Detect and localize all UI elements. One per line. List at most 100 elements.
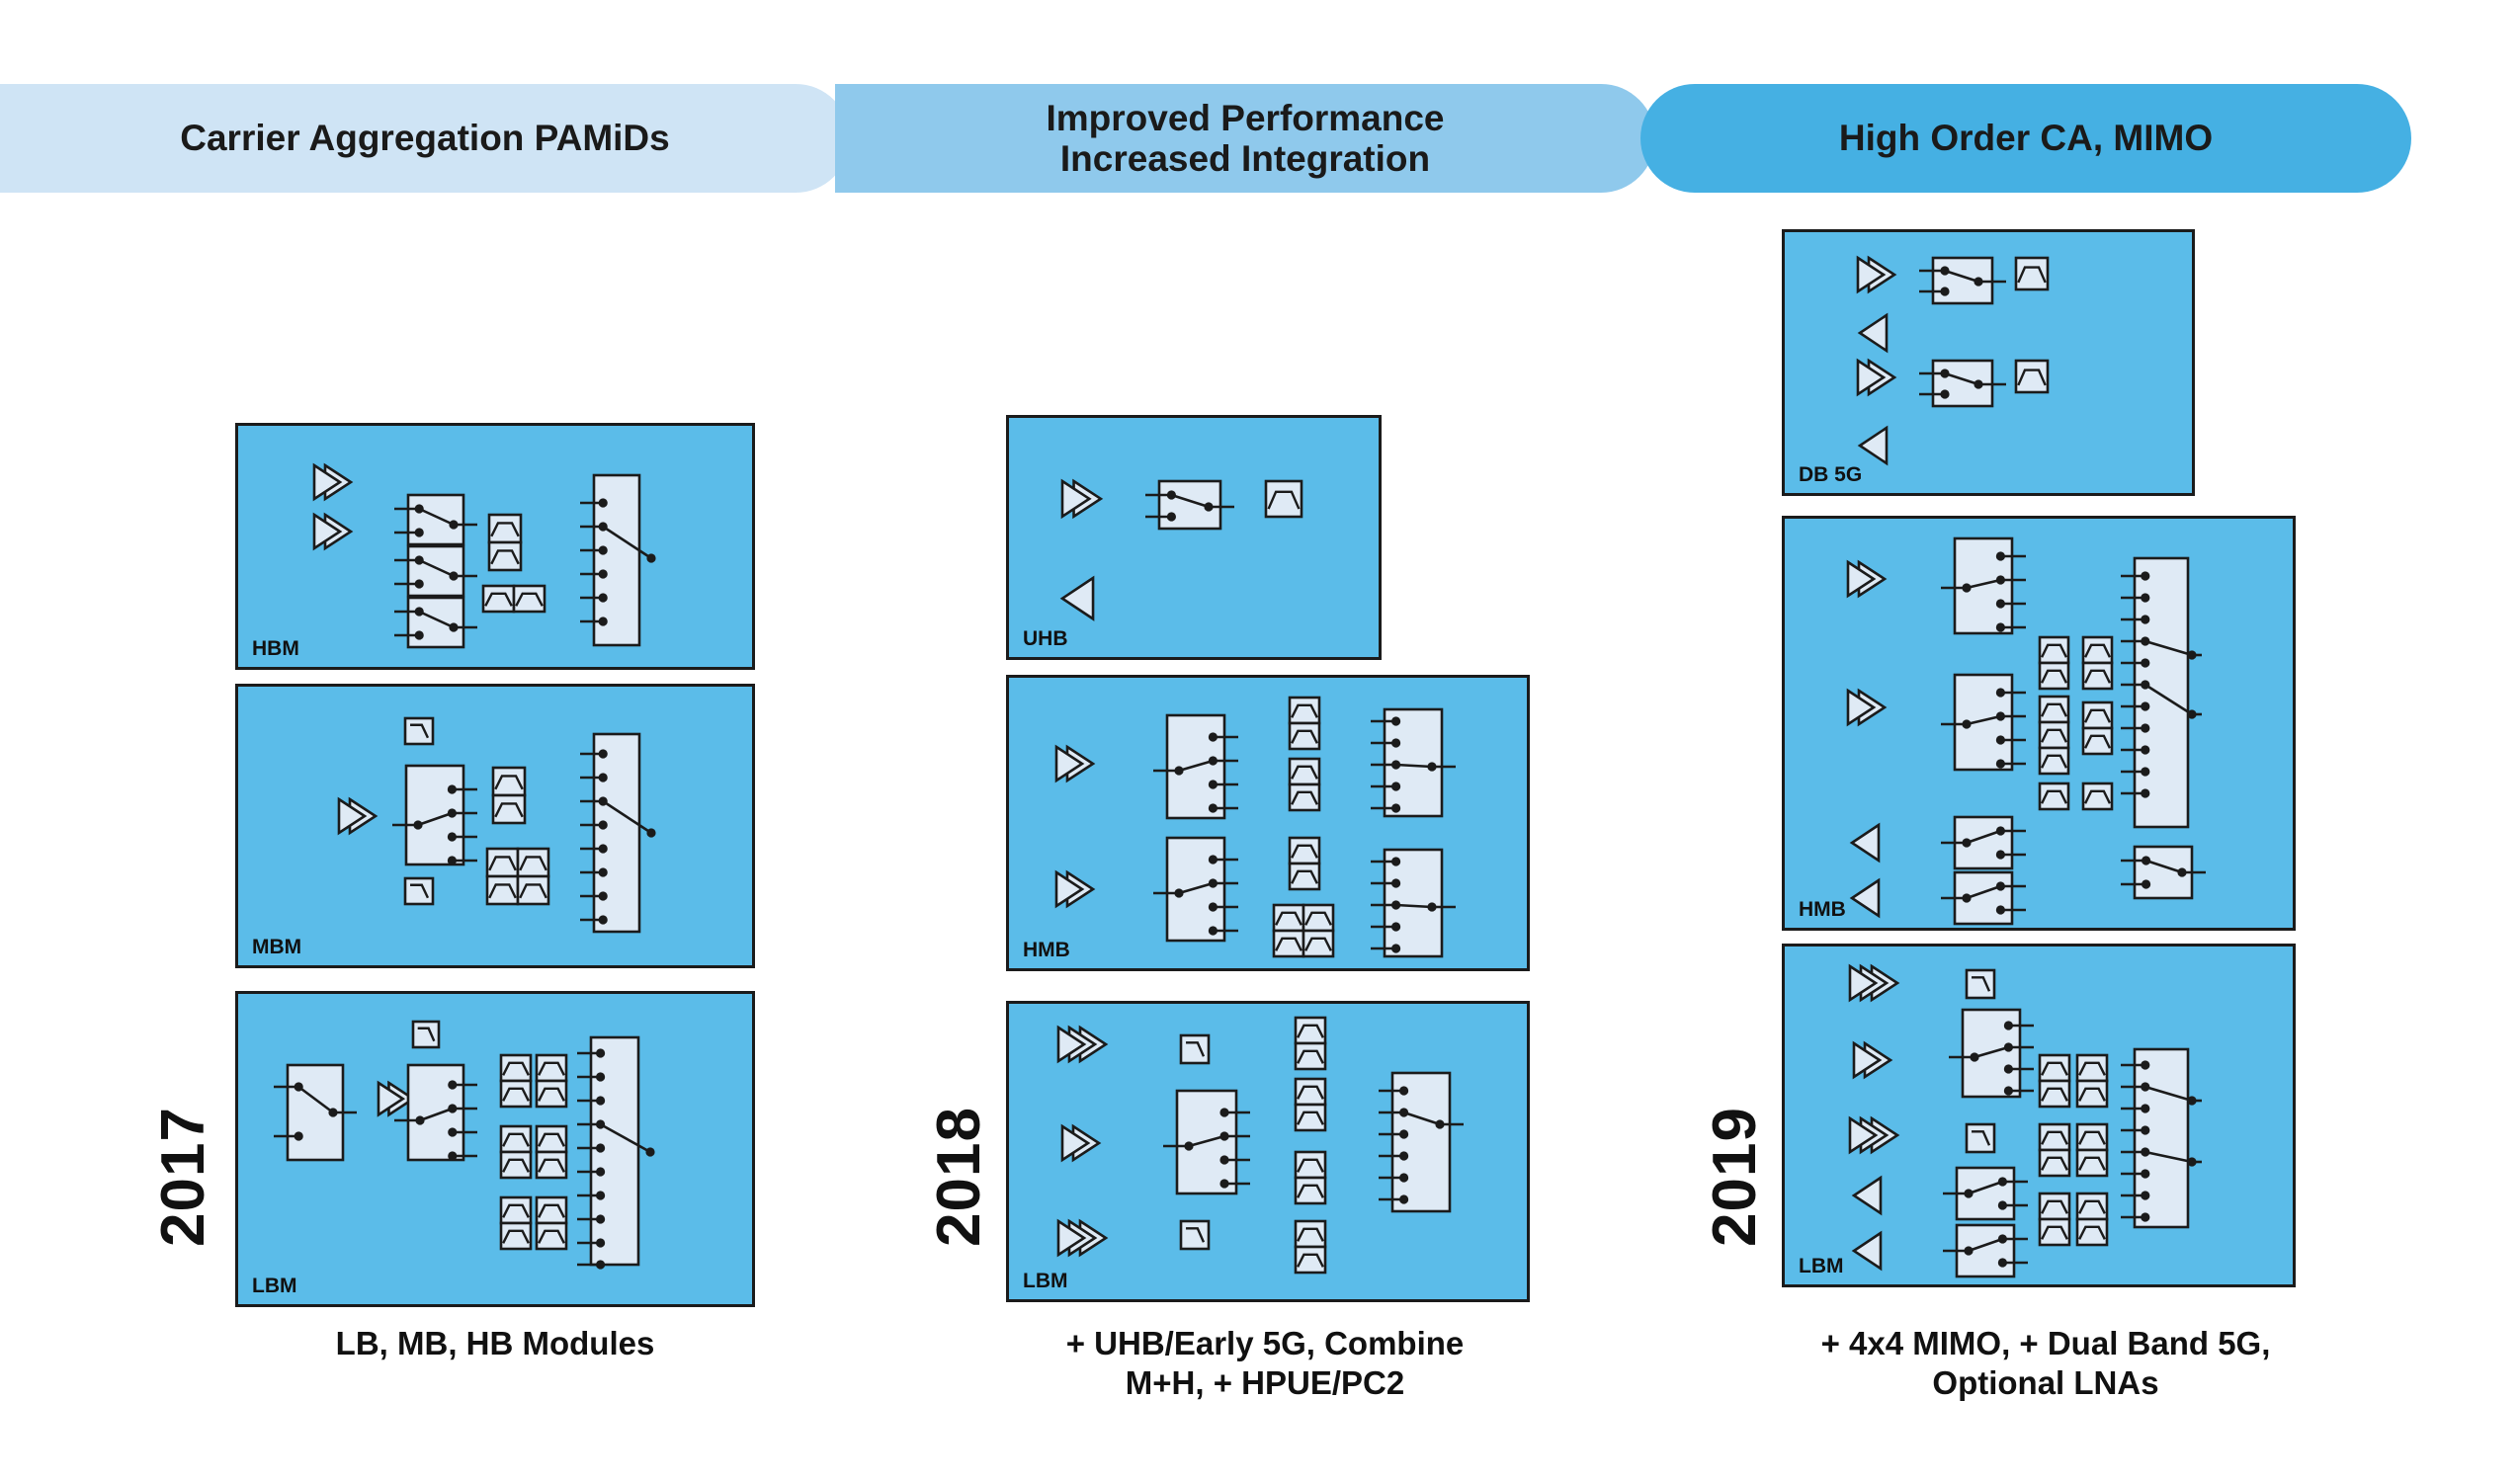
power-amplifier-icon	[1056, 1025, 1109, 1064]
rf-switch-icon	[394, 1063, 495, 1162]
bandpass-filter-icon	[2038, 661, 2070, 691]
module-2019-hmb[interactable]: HMB	[1782, 516, 2296, 931]
bandpass-filter-icon	[499, 1079, 533, 1109]
power-amplifier-icon	[1846, 688, 1888, 727]
banner-label: High Order CA, MIMO	[1838, 118, 2214, 159]
bandpass-filter-icon	[1288, 696, 1321, 725]
bandpass-filter-icon	[535, 1221, 568, 1251]
bandpass-filter-icon	[512, 584, 546, 614]
power-amplifier-icon	[1848, 1115, 1900, 1155]
bandpass-filter-icon	[2081, 726, 2114, 756]
module-2018-uhb[interactable]: UHB	[1006, 415, 1382, 660]
bandpass-filter-icon	[2081, 635, 2114, 665]
year-label-2018: 2018	[925, 1107, 993, 1247]
rf-switch-icon	[394, 493, 495, 546]
power-amplifier-icon	[312, 462, 354, 502]
power-amplifier-icon	[337, 796, 378, 836]
bandpass-filter-icon	[535, 1124, 568, 1154]
bandpass-filter-icon	[2038, 1192, 2071, 1221]
bandpass-filter-icon	[535, 1150, 568, 1180]
bandpass-filter-icon	[2081, 700, 2114, 730]
low-pass-filter-icon	[1965, 968, 1996, 1000]
power-amplifier-icon	[312, 512, 354, 551]
header-banner-carrier-aggregation: Carrier Aggregation PAMiDs	[0, 84, 850, 193]
rf-switch-icon	[1941, 536, 2044, 635]
antenna-switch-icon	[1371, 707, 1473, 818]
rf-switch-icon	[394, 544, 495, 598]
module-label: DB 5G	[1799, 463, 1863, 486]
caption-2017: LB, MB, HB Modules	[335, 1325, 655, 1361]
bandpass-filter-icon	[487, 540, 523, 572]
rf-switch-icon	[2121, 845, 2224, 900]
bandpass-filter-icon	[2075, 1148, 2109, 1178]
bandpass-filter-icon	[535, 1079, 568, 1109]
module-2018-hmb[interactable]: HMB	[1006, 675, 1530, 971]
power-amplifier-icon	[1060, 1123, 1102, 1163]
low-noise-amplifier-icon	[1851, 1230, 1883, 1272]
bandpass-filter-icon	[1272, 929, 1305, 958]
module-label: LBM	[1023, 1270, 1068, 1292]
bandpass-filter-icon	[1302, 929, 1335, 958]
rf-switch-icon	[1941, 870, 2044, 926]
rf-switch-icon	[1941, 673, 2044, 772]
bandpass-filter-icon	[2038, 1148, 2071, 1178]
module-2019-db5g[interactable]: DB 5G	[1782, 229, 2195, 496]
bandpass-filter-icon	[485, 874, 520, 906]
antenna-switch-icon	[580, 473, 671, 647]
power-amplifier-icon	[1054, 869, 1096, 909]
antenna-switch-icon	[1371, 848, 1473, 958]
bandpass-filter-icon	[2038, 1122, 2071, 1152]
module-2017-mbm[interactable]: MBM	[235, 684, 755, 968]
bandpass-filter-icon	[1288, 721, 1321, 751]
rf-switch-icon	[274, 1063, 375, 1162]
low-pass-filter-icon	[403, 716, 435, 746]
low-noise-amplifier-icon	[1059, 575, 1095, 621]
module-2017-hbm[interactable]: HBM	[235, 423, 755, 670]
bandpass-filter-icon	[2075, 1122, 2109, 1152]
bandpass-filter-icon	[1294, 1016, 1327, 1045]
antenna-switch-icon	[2121, 1047, 2220, 1229]
antenna-switch-icon	[580, 732, 671, 934]
bandpass-filter-icon	[499, 1124, 533, 1154]
module-2019-lbm[interactable]: LBM	[1782, 944, 2296, 1287]
bandpass-filter-icon	[491, 793, 527, 825]
bandpass-filter-icon	[1294, 1103, 1327, 1132]
bandpass-filter-icon	[2075, 1079, 2109, 1109]
bandpass-filter-icon	[487, 513, 523, 544]
rf-switch-icon	[1919, 256, 2024, 305]
bandpass-filter-icon	[2038, 1217, 2071, 1247]
module-label: LBM	[1799, 1255, 1844, 1277]
module-2018-lbm[interactable]: LBM	[1006, 1001, 1530, 1302]
bandpass-filter-icon	[1294, 1150, 1327, 1180]
antenna-switch-icon	[577, 1035, 670, 1270]
power-amplifier-icon	[1848, 963, 1900, 1003]
rf-switch-icon	[1145, 479, 1252, 531]
rf-switch-icon	[1153, 713, 1256, 820]
bandpass-filter-icon	[1294, 1245, 1327, 1275]
rf-switch-icon	[1919, 359, 2024, 408]
banner-label: Carrier Aggregation PAMiDs	[180, 118, 670, 159]
bandpass-filter-icon	[2038, 1079, 2071, 1109]
bandpass-filter-icon	[2081, 661, 2114, 691]
rf-switch-icon	[1943, 1166, 2046, 1221]
power-amplifier-icon	[1856, 255, 1897, 294]
bandpass-filter-icon	[1302, 903, 1335, 933]
bandpass-filter-icon	[2038, 746, 2070, 776]
rf-switch-icon	[394, 596, 495, 649]
bandpass-filter-icon	[2075, 1217, 2109, 1247]
low-noise-amplifier-icon	[1857, 425, 1889, 466]
bandpass-filter-icon	[2038, 695, 2070, 724]
antenna-switch-icon	[2121, 556, 2220, 829]
bandpass-filter-icon	[1288, 836, 1321, 865]
bandpass-filter-icon	[2081, 782, 2114, 811]
low-pass-filter-icon	[1965, 1122, 1996, 1154]
low-noise-amplifier-icon	[1857, 312, 1889, 354]
low-pass-filter-icon	[1179, 1219, 1211, 1251]
module-2017-lbm[interactable]: LBM	[235, 991, 755, 1307]
bandpass-filter-icon	[2014, 256, 2050, 291]
module-label: UHB	[1023, 627, 1068, 650]
antenna-switch-icon	[1379, 1071, 1481, 1213]
